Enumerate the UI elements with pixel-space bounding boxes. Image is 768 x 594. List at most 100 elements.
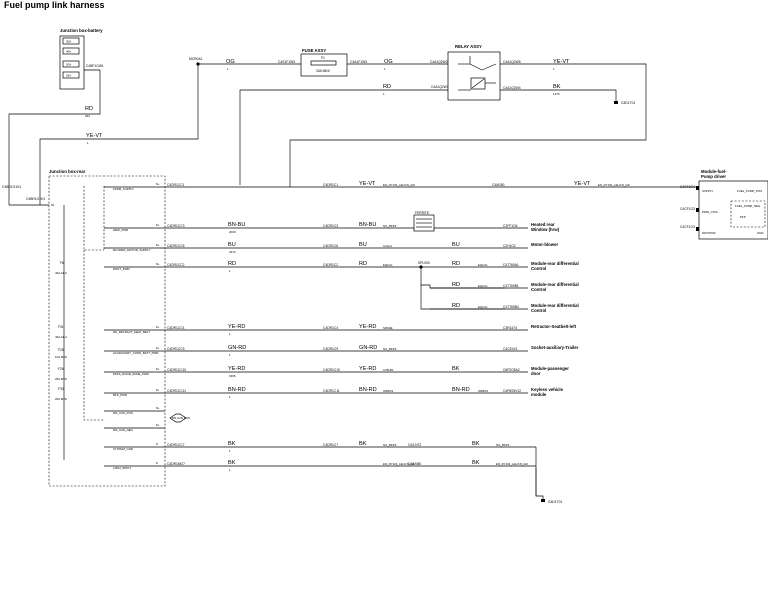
row-4-end-connector: C4T769A1 bbox=[503, 263, 519, 267]
svg-text:F1: F1 bbox=[321, 56, 325, 60]
row-3-gauge: 3473 bbox=[229, 250, 236, 254]
row-6-end-connector: C4T769B4 bbox=[503, 305, 519, 309]
rear-fuse-f31: F31 40A A1-4 bbox=[55, 325, 67, 339]
row-13-colour: BK bbox=[228, 441, 236, 447]
row-14-colour-3: BK bbox=[472, 460, 480, 466]
bk-top-colour: BK bbox=[553, 84, 561, 90]
battery-fuse-2: 40A bbox=[62, 47, 80, 55]
row-10-gauge: 1 bbox=[229, 395, 231, 399]
row-9-circuit: C35LB1 bbox=[383, 368, 394, 372]
row-10-pin: 8+ bbox=[156, 388, 160, 392]
ground-symbol-top bbox=[614, 101, 618, 104]
row-7-circuit: SPARE bbox=[383, 326, 393, 330]
ye-vt-relay-wire bbox=[289, 63, 647, 187]
svg-text:F26: F26 bbox=[58, 367, 64, 371]
row-9-pin-name: PASS_DOOR_ZONE_PWR bbox=[113, 372, 149, 376]
ground-bottom: G4D1T01 bbox=[535, 447, 562, 504]
row-7-pin: 8+ bbox=[156, 325, 160, 329]
fpdm-title-2: Pump driver bbox=[701, 174, 726, 179]
rear-diff-splice: SPL003 bbox=[418, 261, 505, 310]
row-1-end-connector: C4M1B1 bbox=[492, 183, 505, 187]
ferrite-label: FERRITE bbox=[415, 211, 430, 215]
battery-connector-label: C4BF1OW1 bbox=[86, 64, 104, 68]
row-4-circuit: EQUAL bbox=[383, 263, 393, 267]
row-10-colour: BN-RD bbox=[228, 387, 246, 393]
row-13-colour-2: BK bbox=[359, 441, 367, 447]
row-13-connector: C4DR1CC7 bbox=[167, 443, 185, 447]
fuse-in-connector: C4S1F1W3 bbox=[278, 60, 295, 64]
row-2-gauge: 2000 bbox=[229, 230, 236, 234]
row-2-end-connector: C2FF1O4 bbox=[503, 224, 518, 228]
row-4-connector: C4DR1CC2 bbox=[167, 263, 185, 267]
svg-text:F6: F6 bbox=[60, 261, 64, 265]
row-8-pin: 8+ bbox=[156, 346, 160, 350]
fpdm-title-1: Module-fuel- bbox=[701, 169, 727, 174]
bk-ground-wire bbox=[500, 89, 617, 101]
row-13-inline-connector: C4DR1C7 bbox=[323, 443, 338, 447]
svg-text:SPL003: SPL003 bbox=[418, 261, 430, 265]
row-9-inline-connector: C4DR1C10 bbox=[323, 368, 340, 372]
row-8-colour: GN-RD bbox=[228, 345, 246, 351]
row-6-colour-3: RD bbox=[452, 303, 460, 309]
row-1-circuit-3: EN_RY104_LEUCN_GR bbox=[598, 183, 630, 187]
row-2-pin: 8+ bbox=[156, 223, 160, 227]
row-9-end-connector: C6P2O5A2 bbox=[503, 368, 520, 372]
row-7-colour: YE-RD bbox=[228, 324, 245, 330]
relay-dashed-1 bbox=[83, 186, 104, 251]
row-3-end-connector: C2H1O2 bbox=[503, 244, 516, 248]
battery-fuse-3: 20A bbox=[62, 60, 80, 68]
svg-text:40A A1-6: 40A A1-6 bbox=[55, 271, 67, 275]
row-8-colour-2: GN-RD bbox=[359, 345, 377, 351]
rear-fuse-f6: F6 40A A1-6 bbox=[55, 261, 67, 275]
og-out-colour: OG bbox=[384, 59, 393, 65]
row-3-circuit: C2GL1 bbox=[383, 244, 393, 248]
row-14-pin-name: LPRH_INPUT bbox=[113, 466, 131, 470]
row-4-colour-3: RD bbox=[452, 261, 460, 267]
battery-fuse-4: 25A bbox=[62, 71, 80, 79]
row-13-circuit: NO_BKPF bbox=[383, 443, 397, 447]
svg-text:1: 1 bbox=[384, 67, 386, 71]
row-2-inline-connector: C4DR1C3 bbox=[323, 224, 338, 228]
svg-text:GND: GND bbox=[757, 231, 763, 235]
row-4-circuit-3: EQUAL bbox=[478, 263, 488, 267]
junction-box-battery-title: Junction box-battery bbox=[60, 28, 103, 33]
rear-fuse-f33: F33 20A MINI bbox=[55, 387, 67, 401]
row-2-colour: BN-BU bbox=[228, 222, 245, 228]
row-14-pin: 8 bbox=[156, 461, 158, 465]
row-9-colour-2: YE-RD bbox=[359, 366, 376, 372]
rd-return-colour: RD bbox=[85, 106, 93, 112]
svg-text:G4D1T01: G4D1T01 bbox=[548, 500, 562, 504]
row-8-gauge: 1 bbox=[229, 353, 231, 357]
row-10-connector: C4DR1CC11 bbox=[167, 389, 186, 393]
fuse-rating: 30A MINI bbox=[316, 69, 330, 73]
svg-text:PFP: PFP bbox=[740, 215, 746, 219]
rear-left-connector-2: C4BR1O1H1 bbox=[26, 197, 45, 201]
row-1-colour-2: YE-VT bbox=[359, 181, 376, 187]
svg-text:F25: F25 bbox=[58, 348, 64, 352]
svg-text:F31: F31 bbox=[58, 325, 64, 329]
row-4-pin-name: DIFFT_PWR bbox=[113, 267, 130, 271]
svg-text:C4A1Q2W2: C4A1Q2W2 bbox=[430, 60, 448, 64]
page-title: Fuel pump link harness bbox=[4, 0, 105, 10]
row-3-pin-name: BLOWER_MOTOR_SUPPLY bbox=[113, 248, 151, 252]
rear-fuse-f26: F26 25A MINI bbox=[55, 367, 67, 381]
row-8-destination: Socket-auxiliary-Trailer bbox=[531, 345, 579, 350]
row-13-gauge: 1 bbox=[229, 449, 231, 453]
row-4-colour: RD bbox=[228, 261, 236, 267]
svg-text:25A: 25A bbox=[66, 74, 71, 78]
row-1-colour-3: YE-VT bbox=[574, 181, 591, 187]
row-2-connector: C4DR1CC3 bbox=[167, 224, 185, 228]
svg-text:1: 1 bbox=[553, 67, 555, 71]
fuse-assy: FUSE ASSY F1 30A MINI bbox=[300, 48, 348, 77]
svg-text:C4A1F1W3: C4A1F1W3 bbox=[350, 60, 367, 64]
svg-text:C4CF1O3: C4CF1O3 bbox=[680, 225, 695, 229]
svg-text:C4CF1O3: C4CF1O3 bbox=[680, 207, 695, 211]
row-10-colour-2: BN-RD bbox=[359, 387, 377, 393]
row-12-pin: 8+ bbox=[156, 423, 160, 427]
row-7-pin-name: RH_RETRACT_SEAT_BELT bbox=[113, 330, 150, 334]
mcr-label: MCR0A1 bbox=[189, 57, 203, 61]
row-1-connector: C4DR1CC1 bbox=[167, 183, 185, 187]
relay-assy: RELAY ASSY bbox=[447, 44, 501, 101]
